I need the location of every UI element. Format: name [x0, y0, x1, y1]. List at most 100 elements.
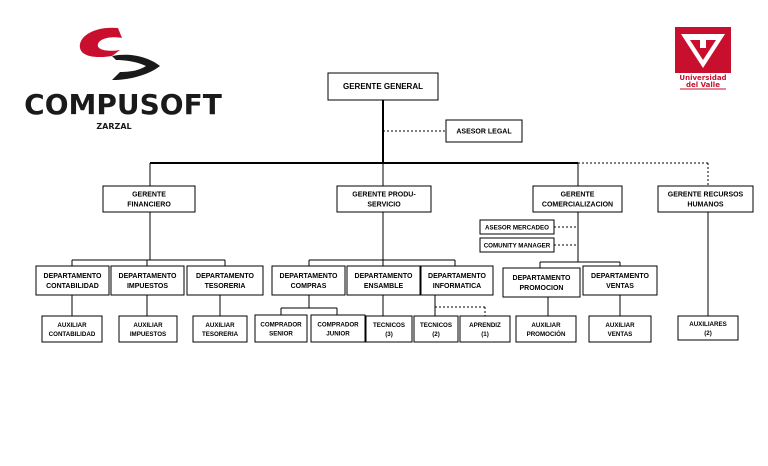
tecnicos-2-box-label-2: (2) [432, 331, 440, 338]
gerente-produccion-box: GERENTE PRODU- SERVICIO [336, 185, 432, 213]
compusoft-logo-text: COMPUSOFT [24, 88, 222, 121]
asesor-legal-box-rect [445, 119, 523, 143]
gerente-rrhh-box-label-1: GERENTE RECURSOS [668, 192, 744, 199]
gerente-comercializacion-box: GERENTE COMERCIALIZACION [532, 185, 623, 213]
gerente-rrhh-box-rect [657, 185, 754, 213]
gerente-comercializacion-box-label-2: COMERCIALIZACION [542, 202, 613, 209]
depto-impuestos-box-label-1: DEPARTAMENTO [119, 273, 178, 280]
aux-promocion-box-rect [515, 315, 577, 343]
aprendiz-1-box-rect [459, 315, 511, 343]
org-nodes: GERENTE GENERAL ASESOR LEGAL GERENTE FINANC… [35, 72, 754, 343]
comprador-junior-box-label-2: JUNIOR [326, 331, 350, 338]
gerente-rrhh-box-label-2: HUMANOS [687, 202, 723, 209]
depto-ensamble-box-label-1: DEPARTAMENTO [355, 273, 414, 280]
gerente-financiero-box-label-2: FINANCIERO [127, 202, 171, 209]
depto-informatica-box: DEPARTAMENTO INFORMATICA [420, 265, 494, 296]
gerente-comercializacion-box-label-1: GERENTE [561, 192, 595, 199]
compusoft-logo-subtext: ZARZAL [96, 122, 131, 131]
depto-tesoreria-box-label-1: DEPARTAMENTO [196, 273, 255, 280]
auxiliares-2-box-rect [677, 315, 739, 341]
tecnicos-3-box: TECNICOS(3) [365, 315, 413, 343]
gerente-general-box: GERENTE GENERAL [327, 72, 439, 101]
univalle-logo-text-1: Universidad [679, 74, 726, 82]
aux-tesoreria-box: AUXILIAR TESORERIA [192, 315, 248, 343]
tecnicos-3-box-label-1: TECNICOS [373, 322, 405, 329]
gerente-financiero-box: GERENTE FINANCIERO [102, 185, 196, 213]
gerente-comercializacion-box-rect [532, 185, 623, 213]
aux-impuestos-box-label-2: IMPUESTOS [130, 331, 166, 338]
aux-tesoreria-box-rect [192, 315, 248, 343]
tecnicos-2-box-rect [413, 315, 459, 343]
depto-promocion-box-label-2: PROMOCION [520, 285, 564, 292]
aux-promocion-box-label-2: PROMOCIÓN [527, 330, 566, 338]
auxiliares-2-box: AUXILIARES (2) [677, 315, 739, 341]
aux-contabilidad-box-label-2: CONTABILIDAD [49, 331, 96, 338]
compusoft-logo: COMPUSOFT ZARZAL [24, 27, 222, 131]
depto-ventas-box-label-2: VENTAS [606, 283, 634, 290]
depto-tesoreria-box-label-2: TESORERIA [205, 283, 246, 290]
depto-ventas-box-label-1: DEPARTAMENTO [591, 273, 650, 280]
depto-promocion-box-label-1: DEPARTAMENTO [513, 275, 572, 282]
asesor-mercadeo-box-label-1: ASESOR MERCADEO [485, 225, 549, 232]
depto-ensamble-box-label-2: ENSAMBLE [364, 283, 404, 290]
comprador-senior-box: COMPRADOR SENIOR [254, 314, 308, 343]
depto-impuestos-box-rect [110, 265, 185, 296]
gerente-general-box-label-1: GERENTE GENERAL [343, 82, 423, 91]
gerente-produccion-box-label-2: SERVICIO [367, 202, 401, 209]
depto-compras-box-label-1: DEPARTAMENTO [280, 273, 339, 280]
gerente-financiero-box-label-1: GERENTE [132, 192, 166, 199]
aux-tesoreria-box-label-1: AUXILIAR [205, 322, 235, 329]
asesor-legal-box-label-1: ASESOR LEGAL [456, 129, 512, 136]
gerente-financiero-box-rect [102, 185, 196, 213]
aux-impuestos-box-rect [118, 315, 178, 343]
depto-tesoreria-box: DEPARTAMENTO TESORERIA [186, 265, 264, 296]
aux-ventas-box-rect [588, 315, 652, 343]
comprador-junior-box-rect [310, 314, 366, 343]
depto-contabilidad-box-rect [35, 265, 110, 296]
connectors [71, 100, 709, 316]
comunity-manager-box-label-1: COMUNITY MANAGER [484, 243, 551, 250]
comprador-junior-box: COMPRADOR JUNIOR [310, 314, 366, 343]
comprador-senior-box-label-1: COMPRADOR [260, 322, 302, 329]
asesor-mercadeo-box: ASESOR MERCADEO [479, 219, 555, 235]
tecnicos-2-box-label-1: TECNICOS [420, 322, 452, 329]
auxiliares-2-box-label-1: AUXILIARES [689, 321, 726, 328]
depto-promocion-box: DEPARTAMENTO PROMOCION [502, 267, 581, 298]
comunity-manager-box: COMUNITY MANAGER [479, 237, 555, 253]
asesor-mercadeo-box-rect [479, 219, 555, 235]
gerente-general-box-rect [327, 72, 439, 101]
depto-compras-box-rect [271, 265, 346, 296]
depto-impuestos-box: DEPARTAMENTO IMPUESTOS [110, 265, 185, 296]
gerente-rrhh-box: GERENTE RECURSOS HUMANOS [657, 185, 754, 213]
univalle-logo: Universidad del Valle [675, 27, 731, 90]
depto-impuestos-box-label-2: IMPUESTOS [127, 283, 168, 290]
depto-promocion-box-rect [502, 267, 581, 298]
depto-informatica-box-label-1: DEPARTAMENTO [428, 273, 487, 280]
aux-ventas-box-label-1: AUXILIAR [605, 322, 635, 329]
depto-contabilidad-box-label-2: CONTABILIDAD [46, 283, 99, 290]
aux-tesoreria-box-label-2: TESORERIA [202, 331, 239, 338]
depto-tesoreria-box-rect [186, 265, 264, 296]
depto-informatica-box-label-2: INFORMATICA [433, 283, 481, 290]
depto-ventas-box: DEPARTAMENTO VENTAS [582, 265, 658, 296]
aux-contabilidad-box-rect [41, 315, 103, 343]
tecnicos-2-box: TECNICOS (2) [413, 315, 459, 343]
gerente-produccion-box-rect [336, 185, 432, 213]
gerente-produccion-box-label-1: GERENTE PRODU- [352, 192, 416, 199]
depto-ensamble-box: DEPARTAMENTO ENSAMBLE [346, 265, 421, 296]
comprador-junior-box-label-1: COMPRADOR [317, 322, 359, 329]
auxiliares-2-box-label-2: (2) [704, 330, 712, 337]
univalle-logo-text-2: del Valle [686, 81, 720, 89]
depto-ensamble-box-rect [346, 265, 421, 296]
aprendiz-1-box-label-1: APRENDIZ [469, 322, 501, 329]
aux-contabilidad-box-label-1: AUXILIAR [57, 322, 87, 329]
aux-promocion-box-label-1: AUXILIAR [531, 322, 561, 329]
comprador-senior-box-label-2: SENIOR [269, 331, 293, 338]
aux-impuestos-box: AUXILIAR IMPUESTOS [118, 315, 178, 343]
comunity-manager-box-rect [479, 237, 555, 253]
aux-impuestos-box-label-1: AUXILIAR [133, 322, 163, 329]
